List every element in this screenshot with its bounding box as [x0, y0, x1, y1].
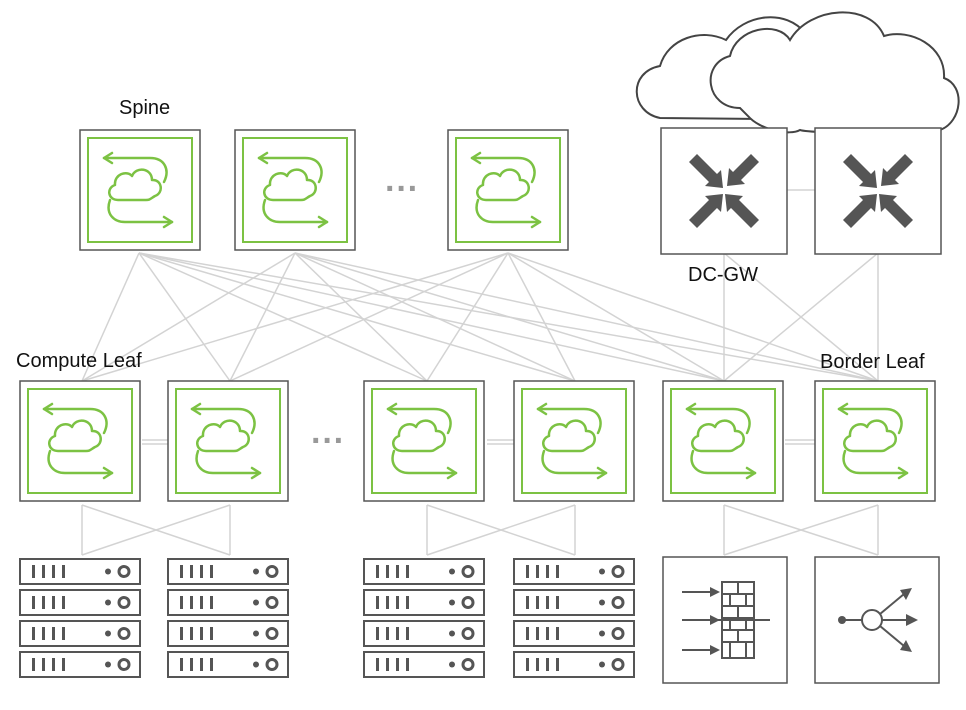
- compute-leaf-switch-4: [512, 379, 636, 503]
- spine-ellipsis: ···: [385, 170, 419, 208]
- compute-leaf-label: Compute Leaf: [16, 350, 142, 372]
- dc-gw-label: DC-GW: [688, 264, 758, 286]
- leaf-ellipsis: ···: [311, 422, 345, 460]
- cloud-icon: [635, 11, 960, 134]
- server-rack-3: [362, 557, 486, 679]
- compute-leaf-switch-2: [166, 379, 290, 503]
- load-balancer-icon: [814, 556, 940, 684]
- border-leaf-switch-2: [813, 379, 937, 503]
- compute-leaf-switch-1: [18, 379, 142, 503]
- firewall-icon: [662, 556, 788, 684]
- spine-label: Spine: [119, 97, 171, 119]
- border-leaf-switch-1: [661, 379, 785, 503]
- dc-gw-router-1: [660, 127, 788, 255]
- spine-switch-2: [233, 128, 357, 252]
- server-rack-2: [166, 557, 290, 679]
- dc-gw-router-2: [814, 127, 942, 255]
- server-rack-1: [18, 557, 142, 679]
- server-rack-4: [512, 557, 636, 679]
- border-leaf-label: Border Leaf: [820, 351, 925, 373]
- spine-switch-1: [78, 128, 202, 252]
- spine-switch-3: [446, 128, 570, 252]
- fabric-links: [81, 189, 879, 556]
- compute-leaf-switch-3: [362, 379, 486, 503]
